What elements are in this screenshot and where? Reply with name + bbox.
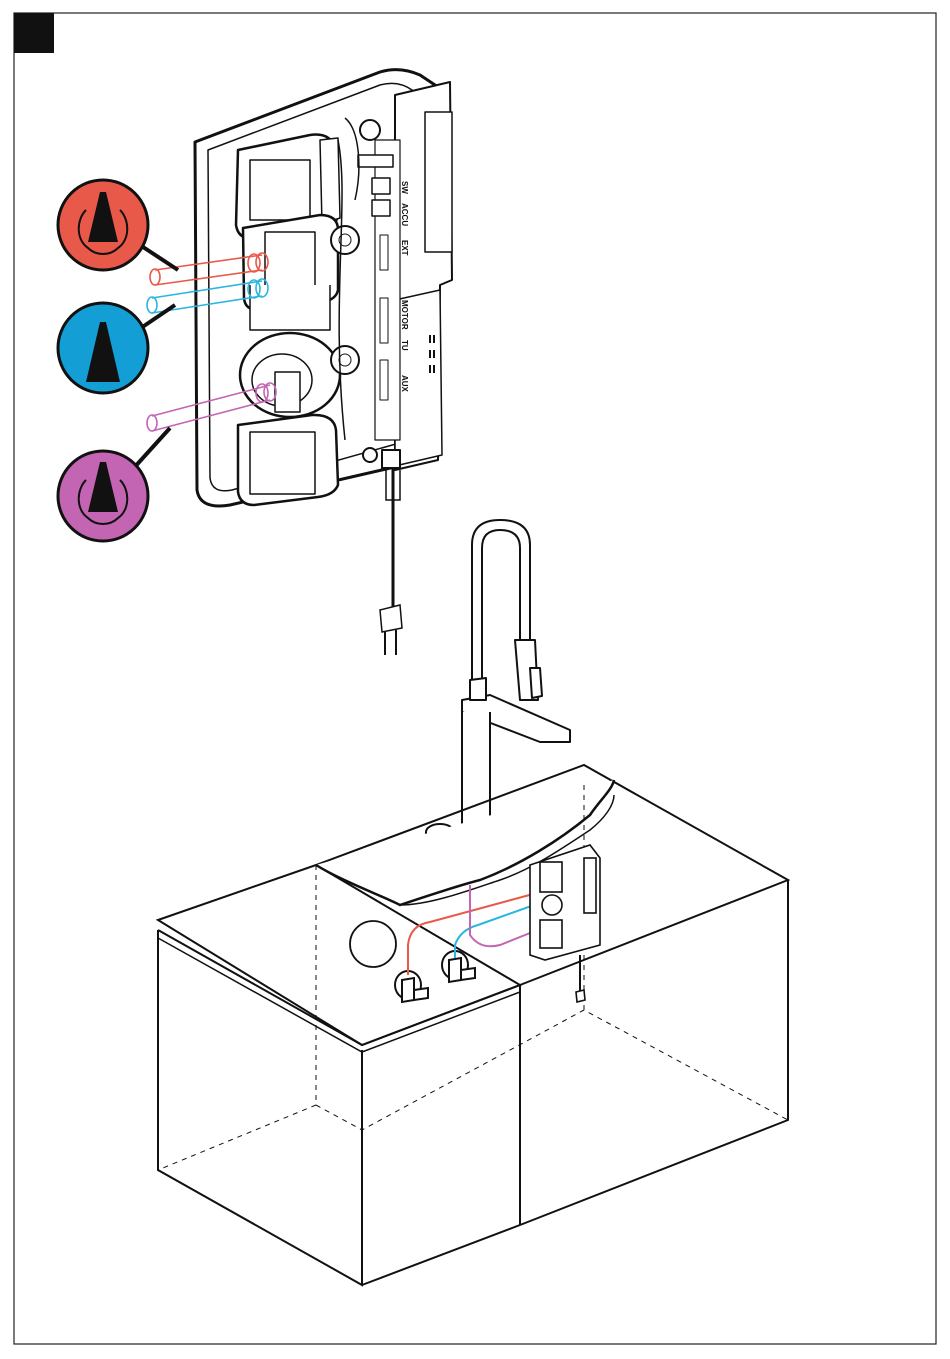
label-sw: SW: [400, 181, 409, 194]
label-motor: MOTOR: [400, 300, 409, 330]
step-marker: [14, 13, 54, 53]
label-accu: ACCU: [400, 203, 409, 226]
control-unit: [195, 70, 452, 506]
label-aux: AUX: [400, 375, 409, 393]
connection-badges: [58, 180, 178, 541]
label-ext: EXT: [400, 240, 409, 256]
cold-water-spray-icon: [58, 303, 148, 393]
hot-water-spray-icon: [58, 180, 148, 270]
power-cord: [380, 468, 402, 655]
boiling-water-spray-icon: [58, 451, 148, 541]
mini-control-unit: [530, 845, 600, 1002]
label-tu: TU: [400, 340, 409, 351]
cabinet: [158, 765, 788, 1285]
